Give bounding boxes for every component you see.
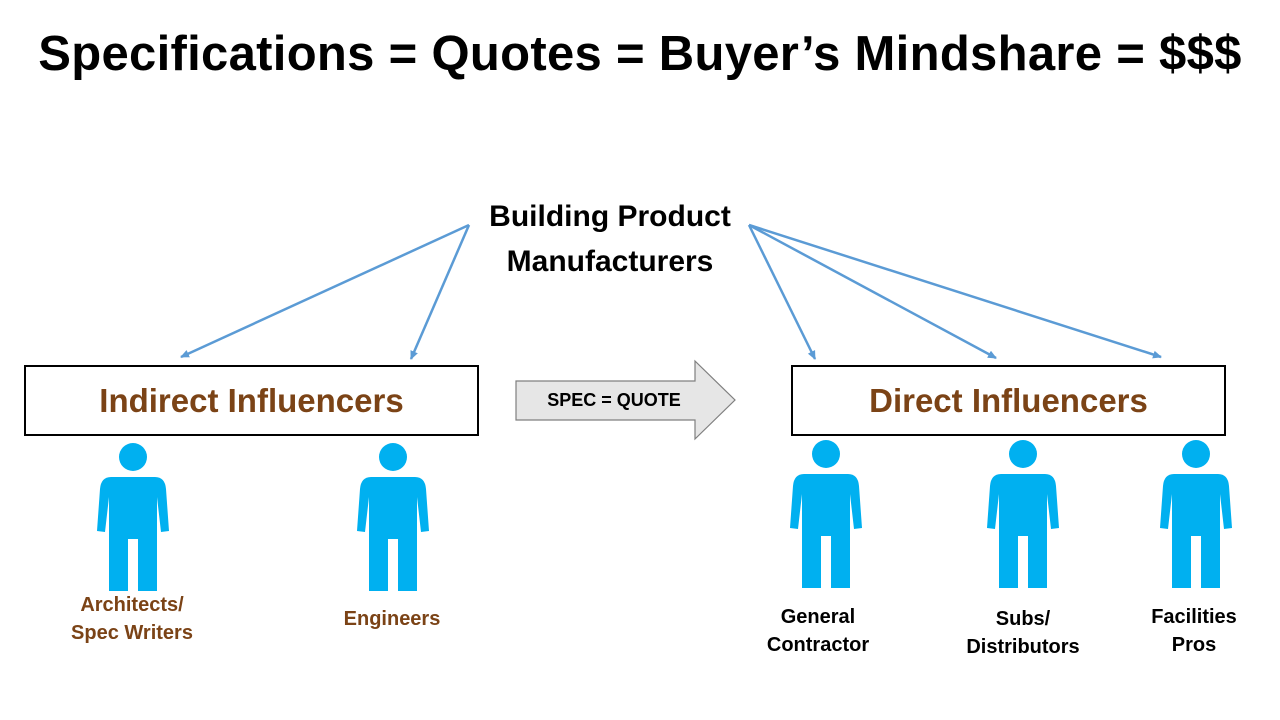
subs-person-icon bbox=[987, 440, 1059, 588]
subs-label-line2: Distributors bbox=[966, 636, 1080, 658]
engineers-label-line1: Engineers bbox=[343, 608, 441, 630]
spec-quote-arrow-label: SPEC = QUOTE bbox=[547, 389, 681, 410]
source-label-line1: Building Product bbox=[489, 200, 731, 233]
general-contractor-person-icon bbox=[790, 440, 862, 588]
facilities-label: Facilities Pros bbox=[1126, 603, 1262, 659]
general-contractor-label-line1: General bbox=[780, 606, 856, 628]
spec-quote-arrow-shape bbox=[515, 359, 736, 441]
source-label-line2: Manufacturers bbox=[506, 245, 714, 278]
architects-label-line1: Architects/ bbox=[80, 594, 184, 616]
connector-to-engineers bbox=[409, 224, 471, 360]
direct-influencers-box: Direct Influencers bbox=[791, 365, 1226, 436]
facilities-label-line1: Facilities bbox=[1151, 606, 1237, 628]
connector-to-subs bbox=[748, 223, 997, 360]
connector-to-architects bbox=[180, 223, 470, 359]
engineer-person-icon bbox=[357, 443, 429, 591]
indirect-influencers-box: Indirect Influencers bbox=[24, 365, 479, 436]
engineers-label: Engineers bbox=[312, 605, 472, 633]
facilities-label-line2: Pros bbox=[1171, 634, 1217, 656]
general-contractor-label-line2: Contractor bbox=[766, 634, 870, 656]
connector-to-general-contractor bbox=[747, 224, 817, 360]
general-contractor-label: General Contractor bbox=[738, 603, 898, 659]
diagram-title: Specifications = Quotes = Buyer’s Mindsh… bbox=[38, 27, 1242, 81]
connector-to-facilities bbox=[748, 223, 1162, 359]
architects-label: Architects/ Spec Writers bbox=[41, 591, 223, 647]
subs-label: Subs/ Distributors bbox=[943, 605, 1103, 661]
architects-label-line2: Spec Writers bbox=[71, 622, 193, 644]
architect-person-icon bbox=[97, 443, 169, 591]
facilities-person-icon bbox=[1160, 440, 1232, 588]
subs-label-line1: Subs/ bbox=[995, 608, 1051, 630]
source-node-label: Building Product Manufacturers bbox=[460, 194, 760, 284]
